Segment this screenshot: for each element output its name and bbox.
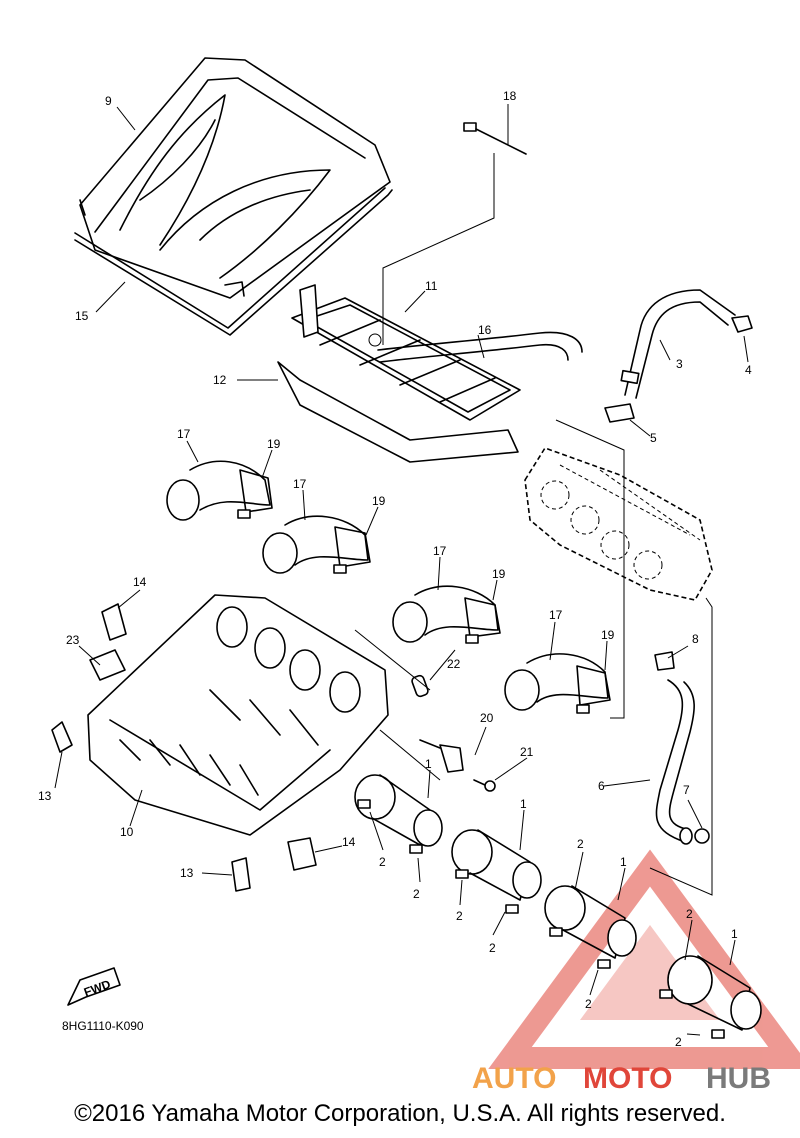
leader-lines <box>54 104 749 1036</box>
callout-11: 11 <box>425 279 438 293</box>
damper-14-upper <box>101 603 127 641</box>
clip-13-lower <box>231 857 251 892</box>
callout-1c: 1 <box>620 855 627 869</box>
callout-3: 3 <box>676 357 683 371</box>
air-cleaner-case <box>87 594 389 836</box>
watermark-text: AUTO MOTO HUB <box>472 1062 771 1095</box>
intake-funnel-3 <box>392 585 501 644</box>
clip-13-left <box>51 721 73 753</box>
intake-joint-1c <box>544 885 637 969</box>
screw-21 <box>473 779 496 792</box>
watermark-hub: HUB <box>706 1062 771 1095</box>
hose-clip-4 <box>731 315 753 333</box>
callout-2d: 2 <box>456 909 463 923</box>
hose-clip-5 <box>604 403 635 423</box>
callout-18: 18 <box>503 89 517 103</box>
diagram-code: 8HG1110-K090 <box>62 1019 144 1033</box>
filter-seal-plate <box>277 361 519 463</box>
intake-funnel-1 <box>166 460 273 521</box>
callout-1b: 1 <box>520 797 527 811</box>
cable-tie <box>463 122 527 155</box>
callout-16: 16 <box>478 323 492 337</box>
hose-clip-8 <box>654 651 675 671</box>
callout-12: 12 <box>213 373 227 387</box>
callout-17d: 17 <box>549 608 563 622</box>
callout-10: 10 <box>120 825 134 839</box>
callout-2a: 2 <box>577 837 584 851</box>
crankcase-hose <box>620 289 736 399</box>
callout-13a: 13 <box>38 789 52 803</box>
watermark-moto: MOTO <box>583 1062 672 1095</box>
intake-funnel-2 <box>262 515 371 574</box>
cover-seal <box>74 187 393 336</box>
callout-2c: 2 <box>413 887 420 901</box>
callout-6: 6 <box>598 779 605 793</box>
callout-15: 15 <box>75 309 89 323</box>
grommet-22 <box>411 674 429 698</box>
callout-2f: 2 <box>489 941 496 955</box>
callout-20: 20 <box>480 711 494 725</box>
breather-hose <box>377 331 583 363</box>
damper-14-lower <box>287 837 317 871</box>
callout-14a: 14 <box>133 575 147 589</box>
sensor-20 <box>419 739 464 773</box>
callout-17c: 17 <box>433 544 447 558</box>
air-cleaner-cover <box>79 57 391 299</box>
callout-19a: 19 <box>267 437 281 451</box>
callout-2g: 2 <box>585 997 592 1011</box>
throttle-body-assembly <box>524 447 713 601</box>
exploded-parts-diagram: 9 18 15 11 16 12 3 4 5 17 19 17 19 17 19… <box>38 57 800 1095</box>
callout-22: 22 <box>447 657 461 671</box>
callout-1a: 1 <box>425 757 432 771</box>
intake-funnel-4 <box>504 653 611 714</box>
callout-17b: 17 <box>293 477 307 491</box>
copyright-notice: ©2016 Yamaha Motor Corporation, U.S.A. A… <box>74 1100 726 1127</box>
callout-9: 9 <box>105 94 112 108</box>
clamp-7 <box>694 828 710 844</box>
callout-labels: 9 18 15 11 16 12 3 4 5 17 19 17 19 17 19… <box>38 89 752 1049</box>
callout-1d: 1 <box>731 927 738 941</box>
callout-13b: 13 <box>180 866 194 880</box>
callout-2b: 2 <box>379 855 386 869</box>
callout-21: 21 <box>520 745 534 759</box>
callout-17a: 17 <box>177 427 191 441</box>
forward-arrow-icon <box>67 967 121 1006</box>
callout-2h: 2 <box>675 1035 682 1049</box>
callout-19c: 19 <box>492 567 506 581</box>
intake-joint-1d <box>659 955 762 1039</box>
callout-23: 23 <box>66 633 80 647</box>
intake-joint-1a <box>354 774 443 854</box>
air-filter-element <box>291 284 521 421</box>
callout-4: 4 <box>745 363 752 377</box>
callout-19d: 19 <box>601 628 615 642</box>
callout-8: 8 <box>692 632 699 646</box>
callout-19b: 19 <box>372 494 386 508</box>
sticker-23 <box>89 649 126 681</box>
intake-joint-1b <box>451 829 542 914</box>
callout-5: 5 <box>650 431 657 445</box>
hose-6 <box>655 679 695 845</box>
callout-14b: 14 <box>342 835 356 849</box>
watermark-auto: AUTO <box>472 1062 556 1095</box>
callout-2e: 2 <box>686 907 693 921</box>
callout-7: 7 <box>683 783 690 797</box>
